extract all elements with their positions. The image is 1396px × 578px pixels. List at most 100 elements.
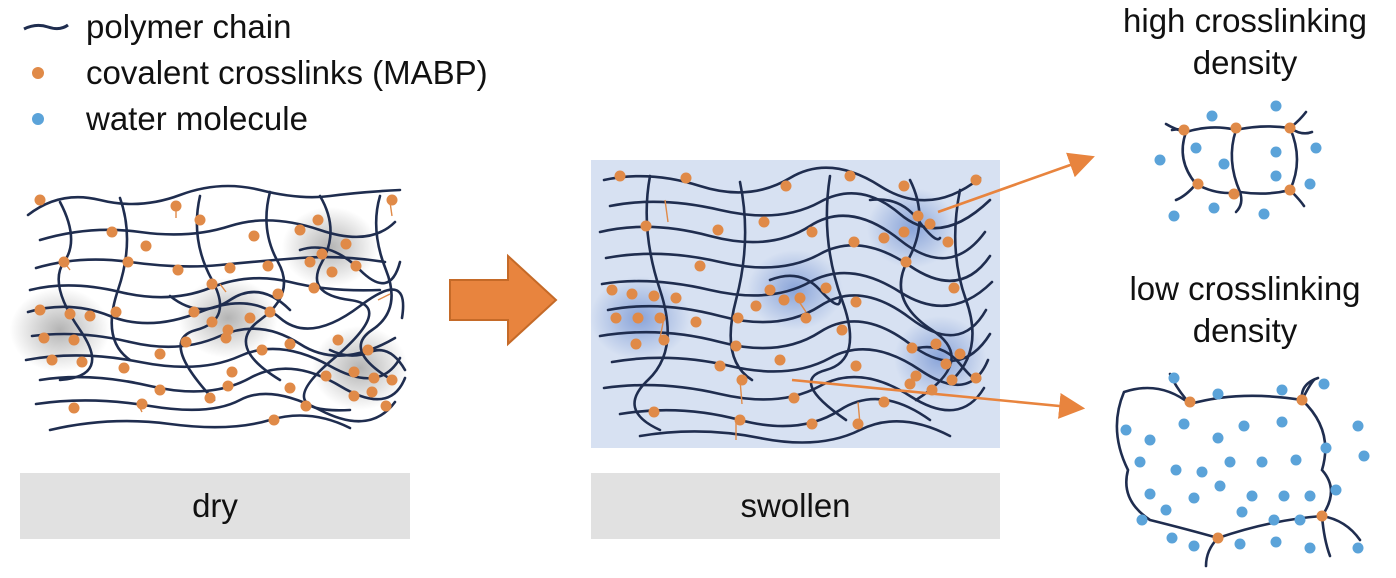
crosslink-dot (670, 292, 682, 304)
crosslink-dot (878, 396, 890, 408)
crosslink-symbol (22, 50, 72, 96)
crosslink-dot (970, 174, 982, 186)
crosslink-dot (304, 256, 316, 268)
crosslink-dot (220, 332, 232, 344)
crosslink-dot (898, 180, 910, 192)
water-dot (1208, 202, 1220, 214)
crosslink-dot (262, 260, 274, 272)
crosslink-dot (122, 256, 134, 268)
water-layer (1120, 100, 1370, 554)
crosslink-dot (34, 304, 46, 316)
crosslink-dot (806, 226, 818, 238)
crosslink-dot (34, 194, 46, 206)
crosslink-dot (690, 316, 702, 328)
crosslink-dot-icon (32, 67, 44, 79)
legend-label-water: water molecule (86, 100, 308, 137)
crosslink-dot (788, 392, 800, 404)
crosslink-dot (750, 300, 762, 312)
crosslink-dot (878, 232, 890, 244)
crosslink-dot (68, 402, 80, 414)
high-density-title: high crosslinking density (1100, 0, 1390, 84)
legend-item-water: water molecule (22, 96, 488, 142)
legend: polymer chain covalent crosslinks (MABP)… (22, 4, 488, 142)
water-dot (1270, 100, 1282, 112)
water-dot (1178, 418, 1190, 430)
polymer-chain-symbol (22, 4, 72, 50)
crosslink-dot (942, 236, 954, 248)
crosslink-dot (206, 278, 218, 290)
crosslink-dot (248, 230, 260, 242)
crosslink-dot (366, 386, 378, 398)
crosslink-dot (820, 282, 832, 294)
crosslink-dot (794, 292, 806, 304)
crosslink-dot (758, 216, 770, 228)
water-dot (1168, 372, 1180, 384)
crosslink-dot (1184, 396, 1196, 408)
water-dot (1304, 542, 1316, 554)
crosslink-dot (38, 332, 50, 344)
crosslink-dot (632, 312, 644, 324)
dry-label-box: dry (20, 473, 410, 539)
crosslink-dot (626, 288, 638, 300)
crosslink-dot (904, 378, 916, 390)
water-dot (1270, 146, 1282, 158)
crosslink-dot (836, 324, 848, 336)
crosslink-dot (170, 200, 182, 212)
crosslink-dot (926, 384, 938, 396)
crosslink-dot (154, 384, 166, 396)
crosslink-dot (326, 266, 338, 278)
crosslink-dot (946, 374, 958, 386)
crosslink-dot (924, 218, 936, 230)
crosslink-dot (640, 220, 652, 232)
crosslink-dot (948, 282, 960, 294)
water-dot (1166, 532, 1178, 544)
crosslink-dot (84, 310, 96, 322)
crosslink-dot (316, 248, 328, 260)
crosslink-dot (204, 392, 216, 404)
water-dot (1206, 110, 1218, 122)
low-density-title-line2: density (1192, 312, 1298, 349)
water-dot (1144, 434, 1156, 446)
water-dot (1214, 480, 1226, 492)
water-dot-icon (32, 113, 44, 125)
crosslink-dot (362, 344, 374, 356)
water-dot (1234, 538, 1246, 550)
water-dot (1268, 514, 1280, 526)
crosslink-dot (940, 358, 952, 370)
crosslink-dot (118, 362, 130, 374)
water-dot (1160, 504, 1172, 516)
crosslink-dot (734, 414, 746, 426)
swollen-dense-region (867, 188, 957, 268)
water-dot (1318, 378, 1330, 390)
water-symbol (22, 96, 72, 142)
crosslink-dot (848, 236, 860, 248)
crosslink-dot (1296, 394, 1308, 406)
crosslink-dot (308, 282, 320, 294)
transition-arrow (449, 253, 558, 347)
crosslink-dot (606, 284, 618, 296)
crosslink-dot (930, 338, 942, 350)
water-dot (1154, 154, 1166, 166)
crosslink-dot (368, 372, 380, 384)
water-dot (1134, 456, 1146, 468)
crosslink-dot (850, 296, 862, 308)
crosslink-dot (898, 226, 910, 238)
crosslink-dot (614, 170, 626, 182)
crosslink-dot (380, 400, 392, 412)
legend-label-crosslink: covalent crosslinks (MABP) (86, 54, 488, 91)
crosslink-dot (694, 260, 706, 272)
crosslink-dot (348, 366, 360, 378)
dry-dense-region (312, 326, 408, 410)
crosslink-dot (180, 336, 192, 348)
water-dot (1144, 488, 1156, 500)
water-dot (1218, 158, 1230, 170)
crosslink-dot (800, 312, 812, 324)
crosslink-dot (222, 380, 234, 392)
crosslink-dot (194, 214, 206, 226)
water-dot (1352, 542, 1364, 554)
crosslink-dot (300, 400, 312, 412)
water-dot (1136, 514, 1148, 526)
water-dot (1212, 432, 1224, 444)
water-dot (1212, 388, 1224, 400)
crosslink-dot (680, 172, 692, 184)
